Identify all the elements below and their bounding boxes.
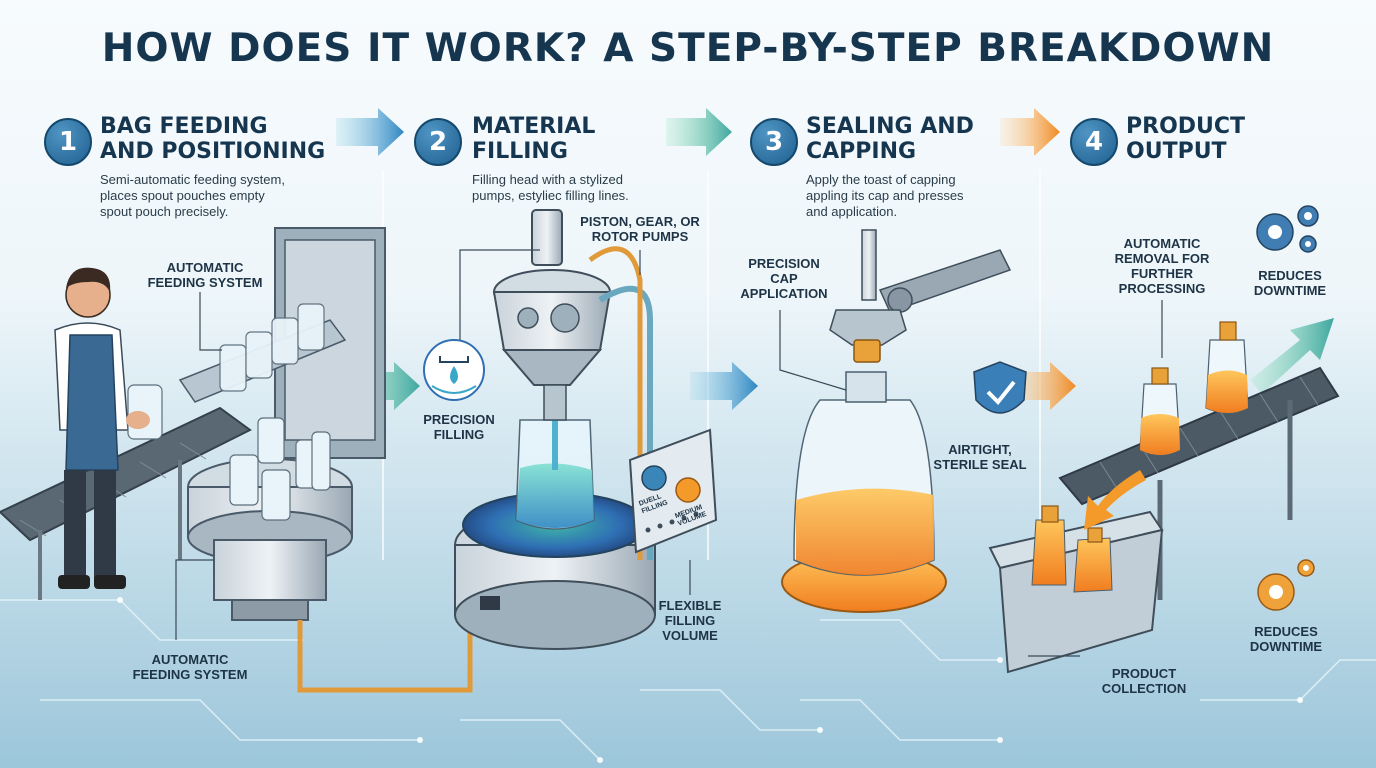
step-3-title-line1: SEALING AND — [806, 114, 974, 139]
step-1-title-line2: AND POSITIONING — [100, 139, 326, 164]
step-1-desc-line2: places spout pouches empty — [100, 188, 265, 203]
callout-reduces-downtime-bottom: REDUCES DOWNTIME — [1249, 624, 1323, 654]
callout-automatic-feeding-bottom: AUTOMATIC FEEDING SYSTEM — [132, 652, 248, 682]
step-1-title: BAG FEEDING AND POSITIONING — [100, 114, 325, 164]
step-2-title-line2: FILLING — [472, 139, 568, 164]
step-3-description: Apply the toast of capping appling its c… — [806, 172, 964, 220]
step-3-badge: 3 — [750, 118, 798, 166]
page-title: HOW DOES IT WORK? A STEP-BY-STEP BREAKDO… — [101, 26, 1275, 71]
step-1-description: Semi-automatic feeding system, places sp… — [100, 172, 285, 220]
callout-precision-filling: PRECISION FILLING — [423, 412, 495, 442]
step-2-badge: 2 — [414, 118, 462, 166]
step-4-title-line1: PRODUCT — [1126, 114, 1246, 139]
callout-airtight-seal: AIRTIGHT, STERILE SEAL — [933, 442, 1027, 472]
step-1-title-line1: BAG FEEDING — [100, 114, 268, 139]
callout-precision-cap: PRECISION CAP APPLICATION — [740, 256, 828, 301]
step-2-desc-line1: Filling head with a stylized — [472, 172, 624, 187]
step-2-desc-line2: pumps, estyliec filling lines. — [472, 188, 629, 203]
step-1-desc-line1: Semi-automatic feeding system, — [100, 172, 285, 187]
callout-automatic-feeding-top: AUTOMATIC FEEDING SYSTEM — [147, 260, 263, 290]
step-4-badge: 4 — [1070, 118, 1118, 166]
callout-product-collection: PRODUCT COLLECTION — [1101, 666, 1187, 696]
callout-auto-removal: AUTOMATIC REMOVAL FOR FURTHER PROCESSING — [1114, 236, 1210, 296]
step-2-description: Filling head with a stylized pumps, esty… — [472, 172, 629, 204]
callout-pumps: PISTON, GEAR, OR ROTOR PUMPS — [580, 214, 700, 244]
step-3-desc-line2: appling its cap and presses — [806, 188, 964, 203]
step-3-desc-line1: Apply the toast of capping — [806, 172, 956, 187]
step-4-title-line2: OUTPUT — [1126, 139, 1227, 164]
step-3-title: SEALING AND CAPPING — [806, 114, 974, 164]
step-3-desc-line3: and application. — [806, 204, 898, 219]
callout-flexible-volume: FLEXIBLE FILLING VOLUME — [658, 598, 722, 643]
callout-reduces-downtime-top: REDUCES DOWNTIME — [1253, 268, 1327, 298]
step-2-title-line1: MATERIAL — [472, 114, 596, 139]
step-1-desc-line3: spout pouch precisely. — [100, 204, 229, 219]
step-1-badge: 1 — [44, 118, 92, 166]
step-3-title-line2: CAPPING — [806, 139, 917, 164]
step-4-title: PRODUCT OUTPUT — [1126, 114, 1245, 164]
step-2-title: MATERIAL FILLING — [472, 114, 595, 164]
